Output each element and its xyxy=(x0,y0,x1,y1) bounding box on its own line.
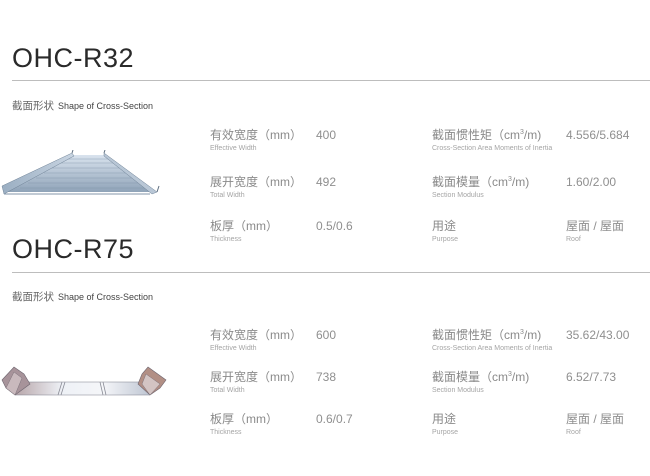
shape-label-en: Shape of Cross-Section xyxy=(58,101,154,111)
spec-label-cn: 板厚（mm） xyxy=(210,219,278,233)
spec-label-en: Effective Width xyxy=(210,345,257,352)
spec-label-en: Purpose xyxy=(432,236,459,243)
shape-label: 截面形状 Shape of Cross-Section xyxy=(12,98,153,113)
product-title-r32: OHC-R32 xyxy=(12,43,135,73)
spec-value: 492 xyxy=(316,175,337,189)
spec-label-en: Cross-Section Area Moments of Inertia xyxy=(432,145,553,152)
spec-purpose-value: 屋面 / 屋面 Roof xyxy=(566,220,624,243)
product-title-r75: OHC-R75 xyxy=(12,234,135,264)
spec-label-cn: 截面模量（cm3/m) xyxy=(432,175,530,189)
spec-label-en: Purpose xyxy=(432,429,459,436)
spec-value: 6.52/7.73 xyxy=(566,370,617,384)
spec-label-cn: 展开宽度（mm） xyxy=(210,175,302,189)
spec-label-cn: 截面惯性矩（cm3/m) xyxy=(432,328,542,342)
spec-label-en: Cross-Section Area Moments of Inertia xyxy=(432,345,553,352)
spec-value-en: Roof xyxy=(566,236,581,243)
spec-moment-of-inertia: 截面惯性矩（cm3/m) Cross-Section Area Moments … xyxy=(432,329,552,352)
spec-label-en: Thickness xyxy=(210,236,242,243)
spec-label-en: Thickness xyxy=(210,429,242,436)
shape-label: 截面形状 Shape of Cross-Section xyxy=(12,289,153,304)
spec-label-cn: 展开宽度（mm） xyxy=(210,370,302,384)
spec-value: 0.6/0.7 xyxy=(316,412,353,426)
shape-label-en: Shape of Cross-Section xyxy=(58,292,154,302)
spec-label-cn: 有效宽度（mm） xyxy=(210,328,302,342)
spec-label-en: Effective Width xyxy=(210,145,257,152)
spec-label-cn: 截面惯性矩（cm3/m) xyxy=(432,128,542,142)
section-divider xyxy=(12,272,650,273)
section-divider xyxy=(12,80,650,81)
spec-value: 600 xyxy=(316,328,337,342)
spec-label-cn: 板厚（mm） xyxy=(210,412,278,426)
spec-value: 400 xyxy=(316,128,337,142)
spec-value: 738 xyxy=(316,370,337,384)
spec-value: 屋面 / 屋面 xyxy=(566,412,625,426)
spec-value: 1.60/2.00 xyxy=(566,175,617,189)
spec-value: 0.5/0.6 xyxy=(316,219,353,233)
spec-purpose: 用途 Purpose xyxy=(432,413,458,436)
spec-effective-width: 有效宽度（mm） Effective Width xyxy=(210,129,302,152)
spec-value: 35.62/43.00 xyxy=(566,328,630,342)
spec-value: 屋面 / 屋面 xyxy=(566,219,625,233)
spec-effective-width: 有效宽度（mm） Effective Width xyxy=(210,329,302,352)
r75-panel-profile-image xyxy=(0,362,170,402)
spec-section-modulus: 截面模量（cm3/m) Section Modulus xyxy=(432,176,529,199)
spec-label-en: Section Modulus xyxy=(432,387,484,394)
spec-thickness: 板厚（mm） Thickness xyxy=(210,220,278,243)
spec-total-width: 展开宽度（mm） Total Width xyxy=(210,176,302,199)
r32-panel-profile-image xyxy=(0,150,170,200)
spec-label-cn: 截面模量（cm3/m) xyxy=(432,370,530,384)
spec-label-cn: 用途 xyxy=(432,412,457,426)
spec-label-en: Section Modulus xyxy=(432,192,484,199)
spec-section-modulus: 截面模量（cm3/m) Section Modulus xyxy=(432,371,529,394)
spec-value-en: Roof xyxy=(566,429,581,436)
spec-purpose-value: 屋面 / 屋面 Roof xyxy=(566,413,624,436)
spec-purpose: 用途 Purpose xyxy=(432,220,458,243)
shape-label-cn: 截面形状 xyxy=(12,291,54,303)
spec-thickness: 板厚（mm） Thickness xyxy=(210,413,278,436)
spec-total-width: 展开宽度（mm） Total Width xyxy=(210,371,302,394)
spec-value: 4.556/5.684 xyxy=(566,128,630,142)
spec-label-en: Total Width xyxy=(210,192,245,199)
shape-label-cn: 截面形状 xyxy=(12,100,54,112)
spec-label-cn: 用途 xyxy=(432,219,457,233)
spec-moment-of-inertia: 截面惯性矩（cm3/m) Cross-Section Area Moments … xyxy=(432,129,552,152)
spec-label-en: Total Width xyxy=(210,387,245,394)
spec-label-cn: 有效宽度（mm） xyxy=(210,128,302,142)
